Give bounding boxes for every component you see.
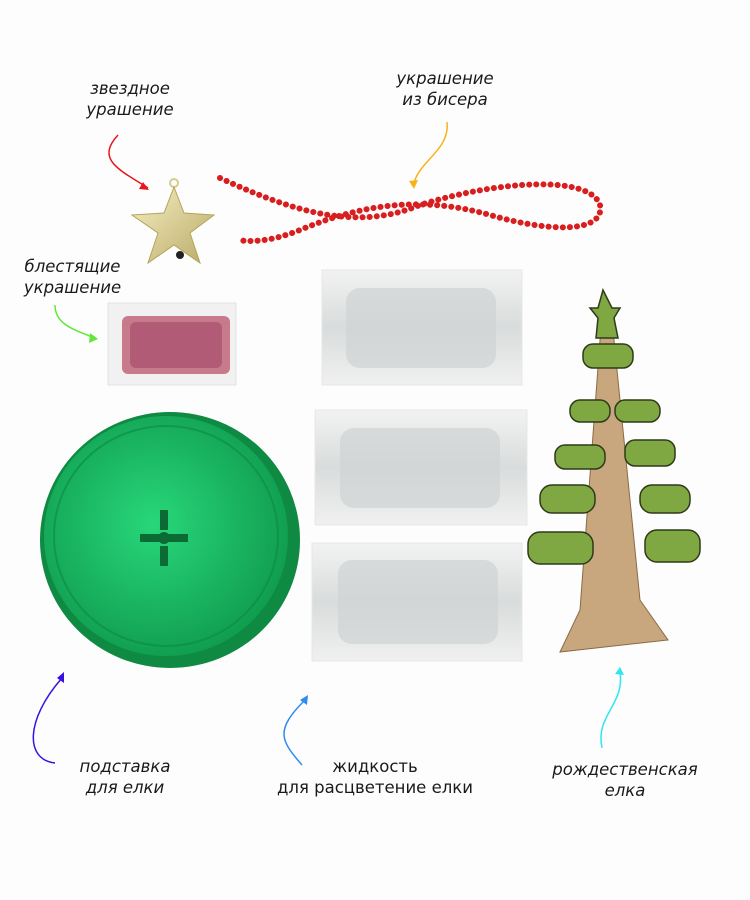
liquid-packets: [311, 269, 528, 662]
label-beads: украшение из бисера: [365, 68, 525, 110]
glitter-arrow: [54, 304, 96, 339]
liquid-arrow-head: [300, 695, 308, 705]
label-line: рождественская: [552, 760, 698, 779]
glitter-arrow-head: [89, 333, 98, 343]
green-tray: [40, 412, 300, 668]
tree-arrow-head: [615, 667, 624, 675]
label-glitter: блестящие украшение: [10, 256, 135, 298]
label-line: елка: [604, 781, 646, 800]
label-stand: подставка для елки: [55, 756, 195, 798]
liquid-arrow: [283, 699, 306, 766]
label-line: для расцветение елки: [277, 778, 473, 797]
label-line: звездное: [90, 79, 170, 98]
label-liquid: жидкость для расцветение елки: [255, 756, 495, 798]
beads-arrow: [413, 121, 448, 184]
stand-arrow-head: [57, 672, 64, 683]
label-star-ornament: звездное урашение: [60, 78, 200, 120]
tree-arrow: [600, 671, 622, 749]
label-tree: рождественская елка: [535, 759, 715, 801]
bead-garland: [217, 175, 604, 244]
label-line: украшение: [396, 69, 494, 88]
star-arrow-head: [139, 182, 149, 190]
beads-arrow-head: [409, 180, 418, 189]
star-arrow: [108, 134, 149, 189]
label-line: жидкость: [332, 757, 418, 776]
label-line: из бисера: [402, 90, 488, 109]
paper-tree: [527, 287, 701, 653]
label-line: урашение: [86, 100, 174, 119]
stand-arrow: [32, 677, 63, 764]
label-line: украшение: [23, 278, 122, 297]
glitter-bag: [107, 302, 237, 386]
label-line: подставка: [79, 757, 171, 776]
star-ornament: [130, 178, 216, 265]
label-line: блестящие: [24, 257, 121, 276]
label-line: для елки: [85, 778, 165, 797]
